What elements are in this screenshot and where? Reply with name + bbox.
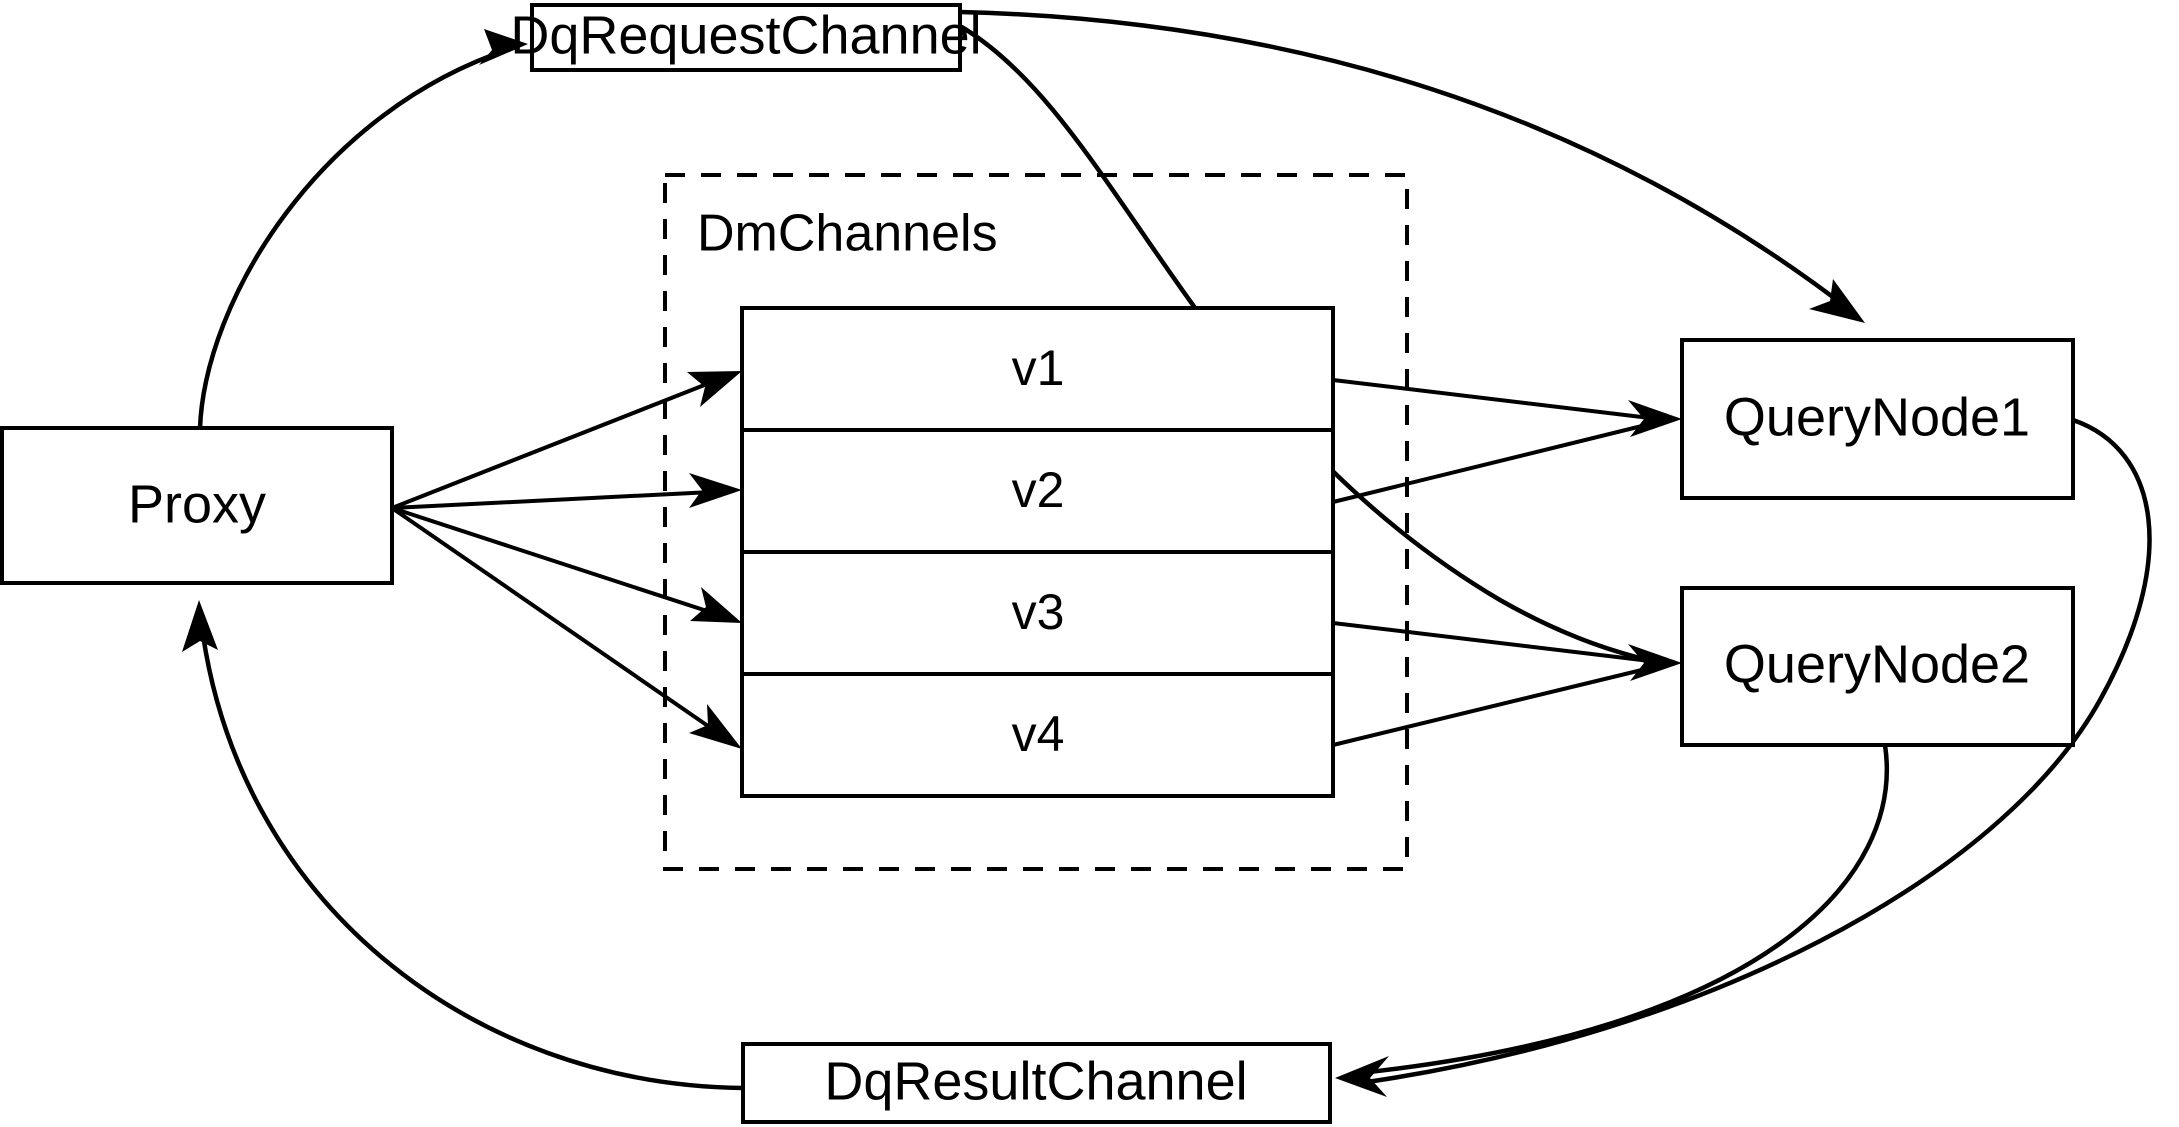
node-query-node-2[interactable]: QueryNode2 — [1680, 586, 2075, 747]
edge-path — [391, 506, 711, 614]
node-proxy-box[interactable] — [0, 426, 394, 585]
node-query-node-2-label: QueryNode2 — [1724, 634, 2030, 694]
edge-query-node-2-to-dq-result-channel — [1335, 744, 1889, 1097]
group-dm-channels-label: DmChannels — [697, 205, 998, 263]
node-proxy-label: Proxy — [128, 474, 266, 534]
edge-path — [1332, 621, 1651, 663]
edge-path — [1332, 422, 1651, 504]
edge-path — [1332, 666, 1651, 747]
arrowhead-icon — [1809, 279, 1865, 323]
v-channel-table: v1 v2 v3 v4 — [740, 306, 1335, 798]
arrowhead-icon — [687, 371, 742, 407]
v-channel-row[interactable] — [740, 306, 1335, 432]
v-channel-row[interactable] — [740, 428, 1335, 554]
node-dq-request-channel-label: DqRequestChannel — [510, 5, 981, 65]
node-dq-request-channel-box[interactable] — [530, 3, 962, 72]
v-channel-row-label-v3: v3 — [1012, 584, 1065, 640]
edge-path — [391, 490, 713, 510]
arrowhead-icon — [1628, 400, 1682, 437]
edge-path — [1359, 417, 2152, 1086]
edge-dq-result-channel-to-proxy — [182, 600, 744, 1091]
edge-query-node-1-to-dq-result-channel — [1359, 417, 2152, 1086]
edge-path — [1359, 744, 1889, 1076]
arrowhead-icon — [479, 29, 528, 65]
group-dm-channels-border — [663, 173, 1409, 871]
node-proxy[interactable]: Proxy — [0, 426, 394, 585]
edge-dq-request-channel-to-query-node-1 — [959, 9, 1865, 323]
edge-proxy-to-v3 — [391, 506, 742, 623]
arrowhead-icon — [182, 600, 218, 652]
edge-proxy-to-dq-request-channel — [197, 29, 528, 429]
edge-path — [1332, 378, 1651, 420]
arrowhead-icon — [1335, 1056, 1389, 1097]
node-dq-result-channel[interactable]: DqResultChannel — [741, 1042, 1332, 1124]
edge-path — [197, 45, 514, 429]
node-dq-result-channel-label: DqResultChannel — [824, 1051, 1247, 1111]
node-query-node-1-label: QueryNode1 — [1724, 387, 2030, 447]
v-channel-row[interactable] — [740, 550, 1335, 676]
node-dq-request-channel[interactable]: DqRequestChannel — [510, 3, 982, 72]
edge-proxy-to-v1 — [391, 371, 742, 510]
edge-v2-to-query-node-1 — [1332, 400, 1682, 504]
edge-v3-to-query-node-2 — [1332, 621, 1651, 663]
edge-proxy-to-v4 — [390, 506, 742, 749]
v-channel-row-label-v1: v1 — [1012, 340, 1065, 396]
arrowhead-icon — [689, 473, 742, 508]
edge-path — [959, 9, 1852, 312]
edge-v4-to-query-node-2 — [1332, 644, 1682, 747]
node-query-node-2-box[interactable] — [1680, 586, 2075, 747]
v-channel-row[interactable] — [740, 672, 1335, 798]
edge-path — [198, 619, 744, 1091]
v-channel-row-label-v2: v2 — [1012, 462, 1065, 518]
arrowhead-icon — [1628, 644, 1682, 681]
v-channel-row-label-v4: v4 — [1012, 706, 1065, 762]
group-dm-channels: DmChannels — [663, 173, 1409, 871]
node-query-node-1[interactable]: QueryNode1 — [1680, 338, 2075, 500]
edge-path — [391, 380, 713, 510]
arrowhead-icon — [690, 587, 742, 623]
node-query-node-1-box[interactable] — [1680, 338, 2075, 500]
edge-path — [390, 506, 710, 728]
edge-proxy-to-v2 — [391, 473, 742, 510]
edge-v1-to-query-node-1 — [1332, 378, 1651, 420]
arrowhead-icon — [689, 704, 742, 749]
node-dq-result-channel-box[interactable] — [741, 1042, 1332, 1124]
